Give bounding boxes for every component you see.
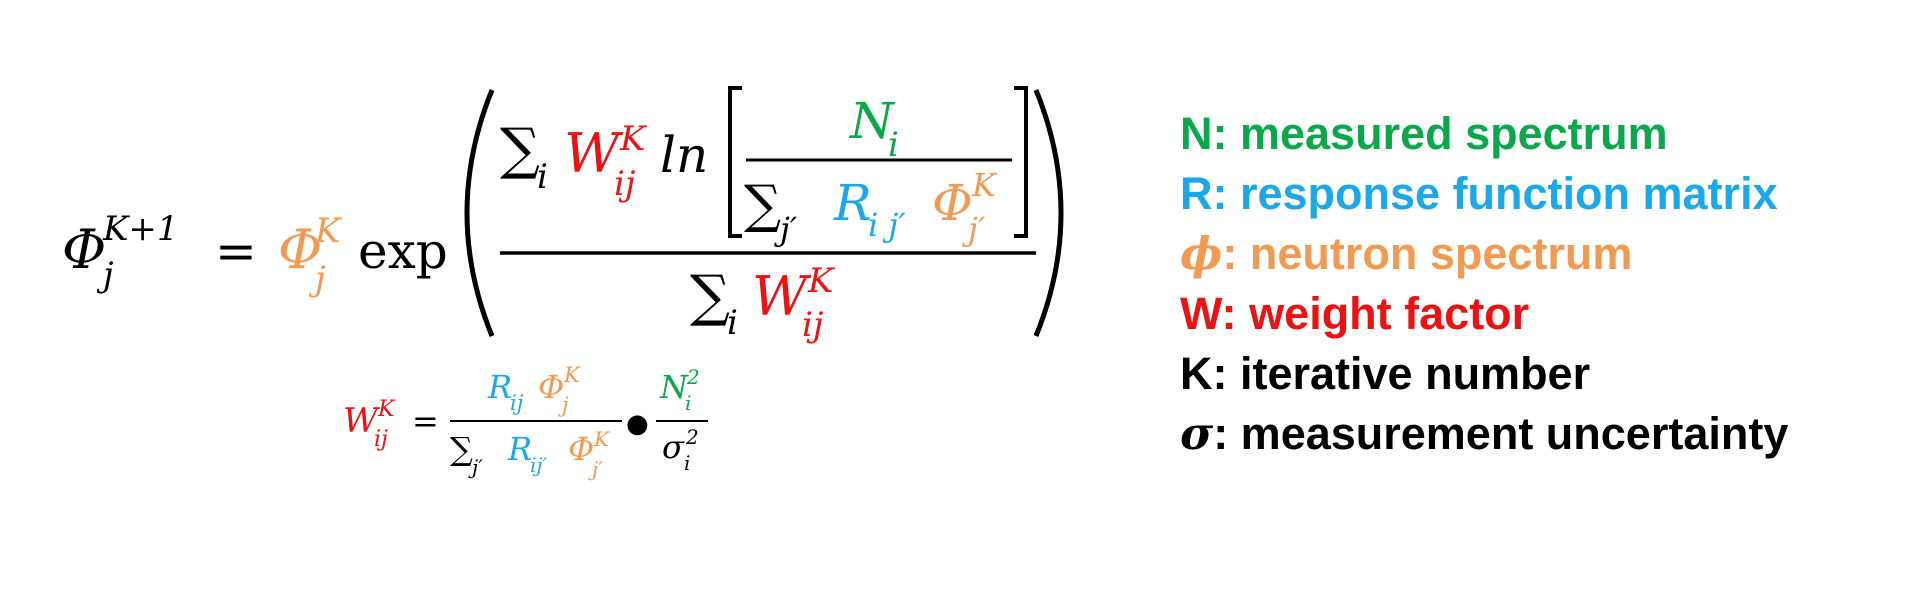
w-num-phi: Φ (538, 368, 564, 406)
w-frac2-sigma-sup: 2 (685, 425, 699, 449)
w-frac2-N-sub: i (685, 391, 691, 415)
legend-item-sigma: σ: measurement uncertainty (1180, 404, 1900, 464)
w-bullet: ● (626, 409, 649, 439)
inner-den-R: R (833, 174, 872, 232)
big-left-paren (464, 89, 495, 337)
legend-symbol: σ (1180, 407, 1214, 460)
lhs-phi: Φ j K+1 (62, 209, 179, 295)
w-num-phi-sub: j (558, 393, 569, 417)
w-sup: K (377, 397, 396, 422)
main-equals-sign: = (215, 222, 257, 280)
w-equals-sign: = (412, 402, 439, 440)
legend-text: : measurement uncertainty (1213, 408, 1789, 459)
inner-num-N-sub: i (888, 125, 899, 165)
den-weight-sup: K (807, 261, 836, 301)
legend-text: : weight factor (1221, 288, 1530, 339)
den-weight-symbol: W (752, 265, 812, 328)
w-den-R: R (507, 430, 532, 468)
right-square-bracket (1014, 86, 1028, 238)
w-frac2-N-sup: 2 (686, 365, 700, 389)
legend-symbol: W (1180, 288, 1222, 339)
inner-den-sum-index: j′ (774, 210, 798, 248)
w-den-phi-sub: j′ (588, 457, 603, 481)
w-sub: ij (374, 427, 388, 452)
lhs-phi-symbol: Φ (62, 218, 106, 281)
w-den-phi: Φ (568, 430, 594, 468)
w-num-R-sub: ij (510, 391, 524, 415)
weight-formula: W ij K = R ij Φ j K ∑ j′ R ij′ Φ j′ K ● … (343, 363, 708, 481)
denominator: ∑ i W ij K (690, 261, 836, 345)
num-sum-index: i (537, 157, 548, 197)
rhs-phi-sup: K (314, 211, 343, 251)
symbol-legend: N: measured spectrum R: response functio… (1180, 104, 1900, 464)
legend-symbol: K (1180, 348, 1213, 399)
w-frac2-sigma: σ (662, 428, 685, 466)
legend-item-r: R: response function matrix (1180, 164, 1900, 224)
w-num-phi-sup: K (563, 363, 581, 387)
rhs-phi: Φ j K (278, 211, 343, 299)
inner-den-sum: ∑ (744, 175, 781, 235)
inner-num-N: N (849, 92, 896, 150)
inner-den-phi-sup: K (971, 166, 998, 204)
w-den-sum: ∑ (450, 430, 473, 468)
inner-den-phi-sub: j′ (962, 210, 986, 248)
inner-den-R-sub: i j′ (868, 206, 906, 244)
left-square-bracket (728, 86, 742, 238)
w-den-sum-index: j′ (468, 455, 483, 479)
w-frac2-N: N (659, 368, 689, 406)
big-right-paren (1033, 89, 1064, 337)
w-den-R-sub: ij′ (530, 453, 548, 477)
num-weight-symbol: W (564, 122, 624, 185)
w-den-phi-sup: K (593, 427, 610, 451)
main-formula: Φ j K+1 = Φ j K exp ∑ i W ij K ln N (62, 86, 1064, 345)
exp-label: exp (358, 222, 448, 280)
legend-symbol: R (1180, 168, 1213, 219)
legend-item-phi: ϕ: neutron spectrum (1180, 224, 1900, 284)
legend-text: : response function matrix (1212, 168, 1778, 219)
num-sum-symbol: ∑ (500, 117, 540, 182)
w-symbol: W (343, 401, 381, 441)
legend-item-k: K: iterative number (1180, 344, 1900, 404)
legend-item-w: W: weight factor (1180, 284, 1900, 344)
den-sum-index: i (727, 303, 738, 343)
num-weight-sub: ij (614, 164, 636, 204)
rhs-phi-symbol: Φ (278, 218, 322, 281)
legend-symbol: ϕ (1180, 227, 1223, 280)
den-sum-symbol: ∑ (690, 264, 730, 329)
num-weight-sup: K (619, 119, 648, 159)
w-frac2-sigma-sub: i (684, 451, 690, 475)
legend-text: : iterative number (1212, 348, 1591, 399)
lhs-phi-sup: K+1 (102, 209, 179, 249)
numerator: ∑ i W ij K ln N i ∑ j′ R i j′ Φ j′ K (500, 86, 1028, 248)
den-weight-sub: ij (802, 305, 824, 345)
legend-text: : measured spectrum (1212, 108, 1668, 159)
legend-text: : neutron spectrum (1222, 228, 1633, 279)
inner-den-phi: Φ (932, 174, 973, 232)
ln-label: ln (660, 126, 708, 184)
legend-symbol: N (1180, 108, 1213, 159)
w-num-R: R (487, 368, 512, 406)
legend-item-n: N: measured spectrum (1180, 104, 1900, 164)
